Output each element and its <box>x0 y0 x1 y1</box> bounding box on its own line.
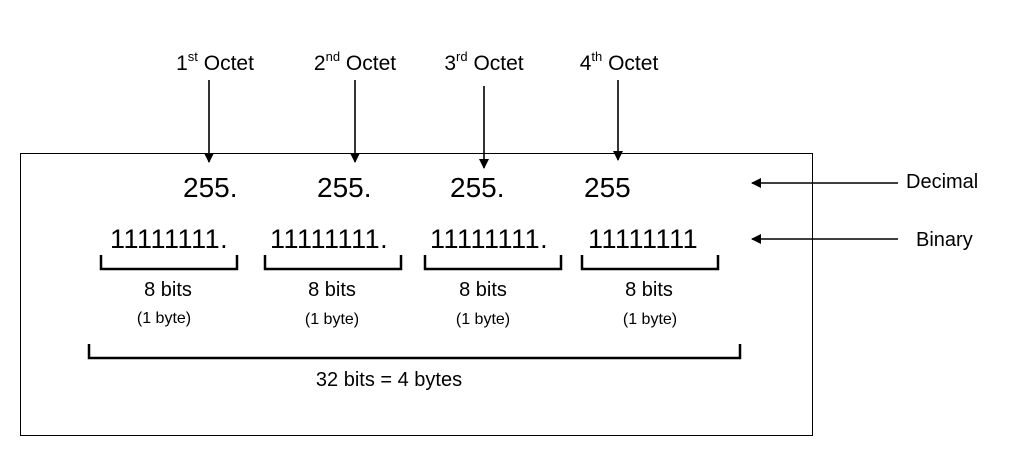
byte-label-4: (1 byte) <box>622 311 678 328</box>
byte-label-1: (1 byte) <box>136 310 192 327</box>
binary-value-1: 11111111. <box>110 224 229 254</box>
byte-bracket-2 <box>263 255 403 271</box>
decimal-value-3: 255. <box>450 172 505 203</box>
address-box <box>20 153 813 436</box>
total-size-label: 32 bits = 4 bytes <box>315 369 463 391</box>
bits-label-2: 8 bits <box>308 279 356 301</box>
octet-label-1: 1st Octet <box>176 49 254 75</box>
bits-label-3: 8 bits <box>459 279 507 301</box>
binary-label: Binary <box>916 229 973 251</box>
decimal-value-2: 255. <box>317 172 372 203</box>
binary-value-2: 11111111. <box>270 224 389 254</box>
decimal-label: Decimal <box>906 171 979 193</box>
byte-label-2: (1 byte) <box>304 311 360 328</box>
total-bracket <box>87 344 742 360</box>
binary-value-3: 11111111. <box>430 224 549 254</box>
byte-label-3: (1 byte) <box>455 311 511 328</box>
decimal-value-1: 255. <box>183 172 238 203</box>
bits-label-4: 8 bits <box>625 279 673 301</box>
bits-label-1: 8 bits <box>144 279 192 301</box>
decimal-value-4: 255 <box>584 172 631 203</box>
octet-label-3: 3rd Octet <box>444 49 524 75</box>
octet-label-4: 4th Octet <box>579 49 659 75</box>
octet-label-2: 2nd Octet <box>313 49 397 75</box>
binary-value-4: 11111111 <box>588 224 699 254</box>
byte-bracket-1 <box>99 255 239 271</box>
byte-bracket-3 <box>423 255 563 271</box>
byte-bracket-4 <box>580 255 720 271</box>
